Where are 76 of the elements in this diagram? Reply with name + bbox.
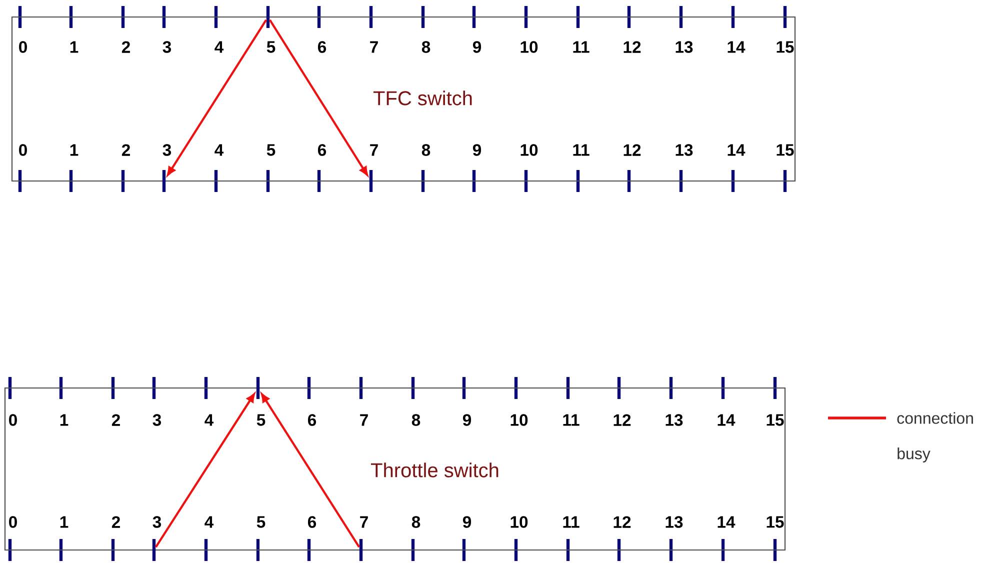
port-number: 5: [256, 414, 266, 426]
port-number: 12: [614, 414, 631, 426]
port-number: 8: [412, 414, 420, 426]
port-tick: [152, 539, 156, 561]
port-tick: [359, 539, 363, 561]
port-number: 13: [666, 516, 683, 528]
port-number: 14: [718, 516, 736, 528]
port-number: 6: [318, 144, 326, 156]
port-number: 13: [666, 414, 683, 426]
port-number: 2: [112, 516, 120, 528]
port-number: 11: [563, 414, 580, 426]
port-number: 13: [676, 144, 693, 156]
port-number: 8: [422, 41, 430, 53]
port-number: 10: [510, 516, 528, 528]
port-number: 2: [122, 41, 130, 53]
port-number: 9: [462, 516, 472, 528]
port-number: 9: [472, 144, 482, 156]
port-tick: [256, 377, 260, 399]
port-number: 11: [563, 516, 580, 528]
port-number: 5: [266, 41, 276, 53]
port-number: 3: [152, 516, 162, 528]
port-number: 4: [204, 516, 214, 528]
port-number: 14: [728, 41, 746, 53]
port-number: 4: [214, 41, 224, 53]
port-number: 15: [766, 414, 784, 426]
port-number: 13: [676, 41, 693, 53]
port-number: 12: [614, 516, 631, 528]
port-number: 1: [60, 516, 68, 528]
arrow: [154, 393, 255, 548]
port-number: 14: [718, 414, 736, 426]
port-number: 5: [266, 144, 276, 156]
port-number: 0: [9, 516, 17, 528]
port-number: 6: [318, 41, 326, 53]
legend-text: busy: [898, 448, 930, 462]
port-number: 3: [162, 41, 172, 53]
port-number: 6: [308, 516, 316, 528]
port-number: 15: [776, 144, 794, 156]
port-number: 2: [112, 414, 120, 426]
port-number: 14: [728, 144, 746, 156]
port-number: 8: [422, 144, 430, 156]
port-number: 7: [370, 144, 378, 156]
port-number: 7: [360, 414, 368, 426]
legend-text: connection: [897, 412, 973, 424]
port-tick: [266, 6, 270, 28]
port-number: 7: [370, 41, 378, 53]
port-number: 0: [9, 414, 17, 426]
arrow: [261, 393, 360, 548]
port-number: 2: [122, 144, 130, 156]
port-number: 10: [510, 414, 528, 426]
port-number: 15: [766, 516, 784, 528]
port-number: 4: [214, 144, 224, 156]
port-number: 9: [462, 414, 472, 426]
port-number: 12: [624, 144, 641, 156]
port-number: 0: [19, 144, 27, 156]
port-number: 10: [520, 144, 538, 156]
port-number: 0: [19, 41, 27, 53]
port-number: 8: [412, 516, 420, 528]
port-number: 9: [472, 41, 482, 53]
port-number: 3: [152, 414, 162, 426]
arrow: [167, 19, 268, 176]
port-number: 6: [308, 414, 316, 426]
port-number: 1: [60, 414, 68, 426]
port-tick: [162, 170, 166, 192]
port-number: 10: [520, 41, 538, 53]
arrow: [268, 19, 368, 176]
port-tick: [369, 170, 373, 192]
port-number: 12: [624, 41, 641, 53]
port-number: 7: [360, 516, 368, 528]
port-number: 15: [776, 41, 794, 53]
port-number: 11: [573, 41, 590, 53]
port-number: 4: [204, 414, 214, 426]
port-number: 3: [162, 144, 172, 156]
port-number: 5: [256, 516, 266, 528]
port-number: 1: [70, 41, 78, 53]
port-number: 1: [70, 144, 78, 156]
port-number: 11: [573, 144, 590, 156]
